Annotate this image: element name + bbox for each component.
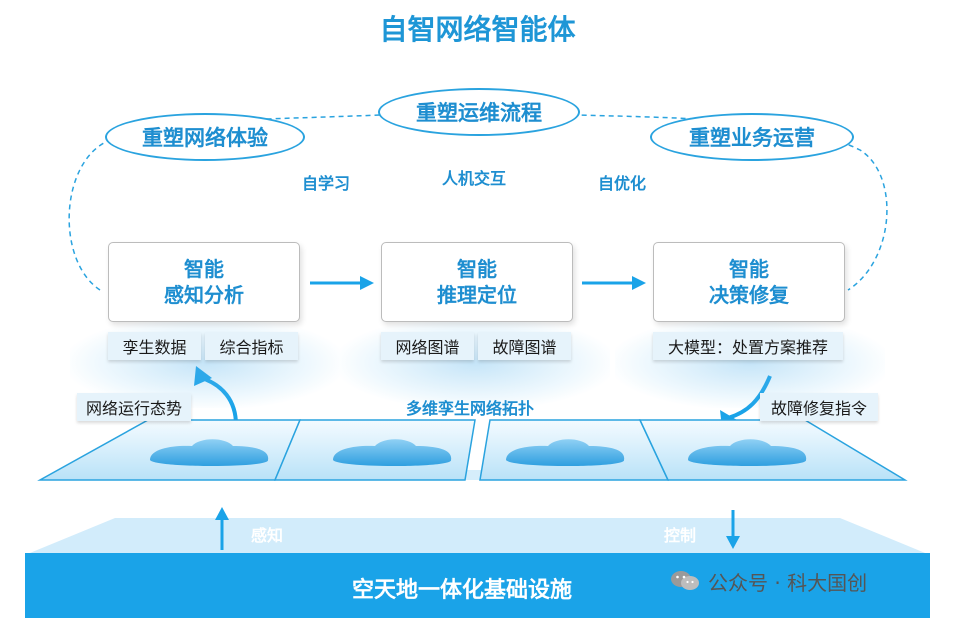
stage-card-line1: 智能 xyxy=(729,257,769,281)
label-sense: 感知 xyxy=(251,526,284,545)
base-infrastructure-label: 空天地一体化基础设施 xyxy=(352,578,573,603)
label-repair-instructions: 故障修复指令 xyxy=(760,393,878,421)
stage-card-decision: 智能 决策修复 xyxy=(653,242,845,322)
stage-card-line2: 推理定位 xyxy=(437,283,517,307)
down-arrow xyxy=(726,510,740,549)
tag-llm-recommendation: 大模型：处置方案推荐 xyxy=(653,332,843,360)
base-infrastructure xyxy=(25,518,930,618)
tag-composite-metrics: 综合指标 xyxy=(205,332,298,360)
curved-arrow-up xyxy=(194,366,238,426)
stage-card-reasoning: 智能 推理定位 xyxy=(381,242,573,322)
label-network-status: 网络运行态势 xyxy=(77,393,191,421)
goal-network-experience: 重塑网络体验 xyxy=(105,113,305,161)
stage-card-line1: 智能 xyxy=(457,257,497,281)
label-control: 控制 xyxy=(664,526,697,545)
goal-business-ops: 重塑业务运营 xyxy=(650,113,854,161)
label-self-learning: 自学习 xyxy=(302,174,351,193)
wechat-icon xyxy=(670,569,700,593)
flow-arrow-2 xyxy=(582,276,646,290)
tag-fault-graph: 故障图谱 xyxy=(478,332,571,360)
tag-twin-data: 孪生数据 xyxy=(108,332,201,360)
label-self-optimize: 自优化 xyxy=(598,174,647,193)
stage-card-line2: 决策修复 xyxy=(709,283,789,307)
diagram-title: 自智网络智能体 xyxy=(379,13,576,46)
tag-network-graph: 网络图谱 xyxy=(381,332,474,360)
label-human-machine: 人机交互 xyxy=(442,169,507,188)
cloud-shapes xyxy=(150,439,807,466)
stage-card-perception: 智能 感知分析 xyxy=(108,242,300,322)
stage-card-line2: 感知分析 xyxy=(164,283,244,307)
flow-arrow-1 xyxy=(310,276,374,290)
goal-ops-process: 重塑运维流程 xyxy=(378,88,580,136)
watermark-text: 公众号 · 科大国创 xyxy=(708,570,868,595)
stage-card-line1: 智能 xyxy=(184,257,224,281)
up-arrow xyxy=(215,507,229,550)
topology-label: 多维孪生网络拓扑 xyxy=(406,399,535,418)
watermark: 公众号 · 科大国创 xyxy=(670,566,867,596)
